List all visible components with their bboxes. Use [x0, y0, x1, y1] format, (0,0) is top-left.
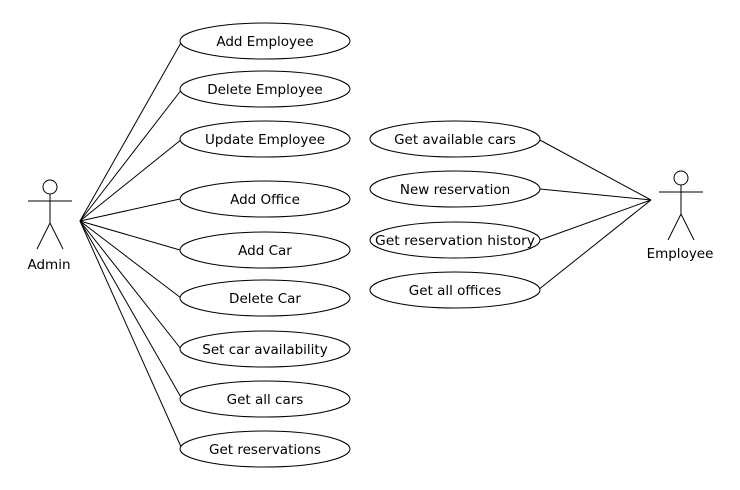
use-case-set-car-availability[interactable]: Set car availability: [179, 330, 351, 368]
association-admin-add-car: [79, 220, 181, 251]
actor-employee-label: Employee: [647, 246, 714, 262]
use-case-ellipse: [179, 70, 351, 108]
associations: [79, 40, 652, 450]
use-case-label: Get all cars: [227, 392, 304, 408]
association-admin-delete-car: [79, 220, 182, 299]
use-case-delete-employee[interactable]: Delete Employee: [179, 70, 351, 108]
use-case-ellipse: [369, 221, 541, 259]
actor-employee-head: [673, 170, 689, 186]
use-case-ellipse: [369, 271, 541, 309]
use-case-ellipse: [179, 231, 351, 269]
use-case-ellipse: [179, 180, 351, 218]
association-employee-new-reservation: [539, 188, 652, 201]
use-case-add-office[interactable]: Add Office: [179, 180, 351, 218]
use-case-label: Set car availability: [202, 342, 327, 358]
actor-admin-right-leg: [49, 222, 64, 250]
association-admin-add-office: [79, 198, 181, 222]
use-case-add-car[interactable]: Add Car: [179, 231, 351, 269]
use-case-ellipse: [369, 170, 541, 208]
use-case-ellipse: [179, 22, 351, 60]
use-case-label: Get reservations: [209, 442, 321, 458]
association-employee-get-available-cars: [537, 138, 652, 201]
use-case-label: Add Office: [230, 192, 300, 208]
association-employee-get-all-offices: [537, 199, 652, 291]
use-case-ellipse: [179, 430, 351, 468]
association-admin-get-all-cars: [79, 220, 183, 400]
employee-use-cases: Get available cars New reservation Get r…: [369, 120, 541, 309]
use-case-label: Add Employee: [216, 34, 313, 50]
use-case-label: Add Car: [238, 243, 292, 259]
use-case-label: Delete Employee: [207, 82, 323, 98]
actor-admin-left-leg: [36, 222, 51, 250]
use-case-ellipse: [179, 380, 351, 418]
use-case-delete-car[interactable]: Delete Car: [179, 279, 351, 317]
use-case-ellipse: [369, 120, 541, 158]
use-case-label: Delete Car: [229, 291, 301, 307]
use-case-update-employee[interactable]: Update Employee: [179, 120, 351, 158]
use-case-new-reservation[interactable]: New reservation: [369, 170, 541, 208]
use-case-get-all-cars[interactable]: Get all cars: [179, 380, 351, 418]
use-case-add-employee[interactable]: Add Employee: [179, 22, 351, 60]
use-case-label: New reservation: [400, 182, 510, 198]
association-admin-add-employee: [79, 40, 183, 222]
actor-admin: Admin: [27, 179, 72, 273]
actor-admin-head: [42, 179, 58, 195]
use-case-label: Update Employee: [205, 132, 325, 148]
use-case-label: Get available cars: [394, 132, 516, 148]
use-case-label: Get reservation history: [375, 233, 535, 249]
use-case-get-available-cars[interactable]: Get available cars: [369, 120, 541, 158]
use-case-get-reservation-history[interactable]: Get reservation history: [369, 221, 541, 259]
actor-employee-right-leg: [680, 213, 695, 241]
use-case-ellipse: [179, 279, 351, 317]
use-case-get-all-offices[interactable]: Get all offices: [369, 271, 541, 309]
actor-employee-left-leg: [667, 213, 682, 241]
association-admin-delete-employee: [79, 88, 183, 222]
use-case-ellipse: [179, 330, 351, 368]
association-admin-get-reservations: [79, 220, 183, 450]
association-admin-set-car-availability: [79, 220, 182, 350]
association-admin-update-employee: [79, 138, 183, 222]
actor-admin-label: Admin: [27, 257, 70, 273]
actor-employee: Employee: [647, 170, 714, 262]
use-case-label: Get all offices: [409, 283, 502, 299]
association-employee-get-reservation-history: [539, 199, 652, 241]
use-case-ellipse: [179, 120, 351, 158]
admin-use-cases: Add Employee Delete Employee Update Empl…: [179, 22, 351, 468]
use-case-get-reservations[interactable]: Get reservations: [179, 430, 351, 468]
